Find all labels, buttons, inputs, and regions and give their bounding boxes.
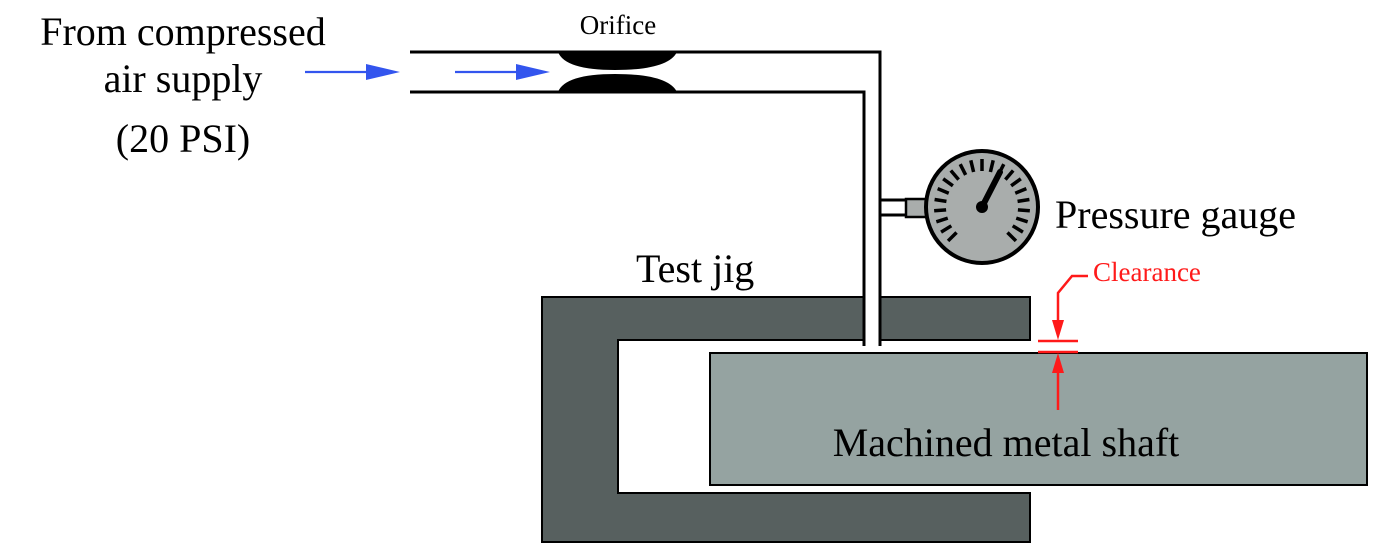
gauge-tick: [1006, 231, 1018, 243]
gauge-tick: [934, 197, 947, 204]
supply-label-line3: (20 PSI): [116, 116, 250, 161]
machined-metal-shaft: [709, 352, 1368, 486]
supply-label-line1: From compressed: [40, 9, 326, 54]
jig-air-passage: [862, 296, 882, 342]
pipe-flow-arrow: [455, 64, 550, 80]
gauge-tick: [936, 187, 950, 195]
gauge-tick: [1017, 197, 1030, 204]
gauge-tick: [1014, 187, 1028, 195]
gauge-tick: [935, 216, 949, 224]
inlet-flow-arrow: [305, 64, 400, 80]
supply-label-line2: air supply: [104, 56, 263, 101]
gauge-tap-line: [880, 198, 906, 217]
gauge-tick: [1017, 208, 1030, 213]
gauge-tick: [942, 177, 954, 188]
clearance-down-arrow: [1052, 320, 1064, 340]
clearance-label: Clearance: [1093, 257, 1201, 287]
gauge-tick: [1011, 224, 1024, 234]
gauge-tick: [949, 169, 960, 181]
gauge-tick: [958, 163, 968, 176]
orifice-label: Orifice: [580, 10, 656, 40]
gauge-tick: [1004, 169, 1015, 181]
gauge-tick: [946, 231, 958, 243]
orifice-restriction-icon: [558, 52, 677, 92]
gauge-tick: [940, 224, 953, 234]
test-jig-label: Test jig: [636, 246, 754, 291]
test-jig: [541, 296, 1031, 543]
clearance-annotation: Clearance: [1038, 257, 1201, 410]
pressure-gauge-icon: [904, 149, 1040, 265]
clearance-up-arrow: [1052, 353, 1064, 373]
gauge-tick: [1015, 216, 1029, 224]
shaft-label: Machined metal shaft: [833, 420, 1180, 465]
pressure-gauge-label: Pressure gauge: [1055, 192, 1296, 237]
gauge-tick: [988, 159, 995, 173]
gauge-tick: [969, 159, 976, 173]
gauge-tick: [1010, 177, 1022, 188]
gauge-tick: [934, 208, 947, 213]
